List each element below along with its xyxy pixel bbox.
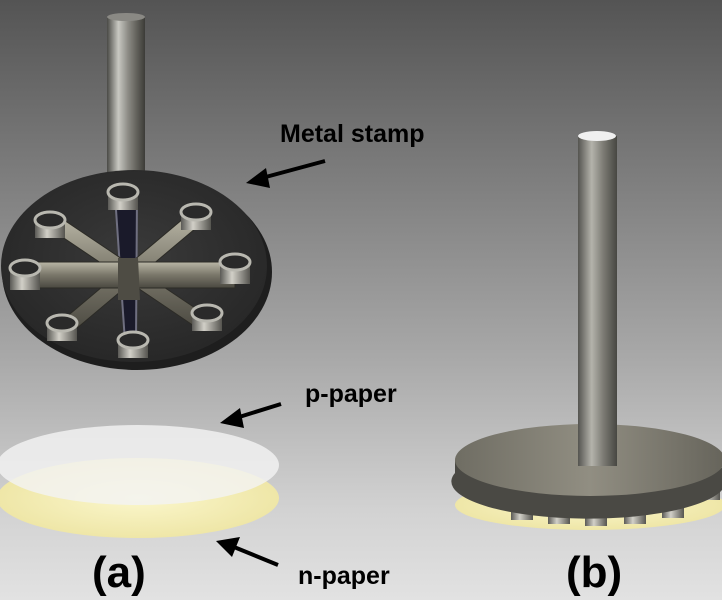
arrows-a — [216, 159, 326, 567]
metal-stamp-label: Metal stamp — [280, 120, 425, 148]
assembly-b — [451, 131, 722, 530]
panel-a-label: (a) — [92, 548, 146, 597]
arrow-metal-stamp — [246, 159, 326, 188]
stamp-a — [1, 13, 272, 370]
stamp-shaft-a — [107, 17, 145, 175]
peg-a-upper-left — [33, 210, 67, 238]
peg-a-upper-right — [179, 202, 213, 230]
panel-b-label: (b) — [566, 548, 623, 597]
peg-a-bottom — [116, 330, 150, 358]
peg-a-lower-left — [45, 313, 79, 341]
p-paper-label: p-paper — [305, 380, 397, 408]
p-paper-a — [0, 425, 279, 505]
arrow-n-paper — [216, 537, 279, 567]
stamp-pegs-a — [8, 182, 252, 358]
n-paper-label: n-paper — [298, 562, 390, 590]
peg-a-left — [8, 258, 42, 290]
papers-a — [0, 425, 279, 538]
stamp-shaft-b — [578, 136, 617, 466]
arrow-p-paper — [220, 402, 282, 428]
peg-a-right — [218, 252, 252, 284]
peg-a-top — [106, 182, 140, 210]
peg-a-lower-right — [190, 303, 224, 331]
stamp-shaft-top-b — [578, 131, 616, 141]
